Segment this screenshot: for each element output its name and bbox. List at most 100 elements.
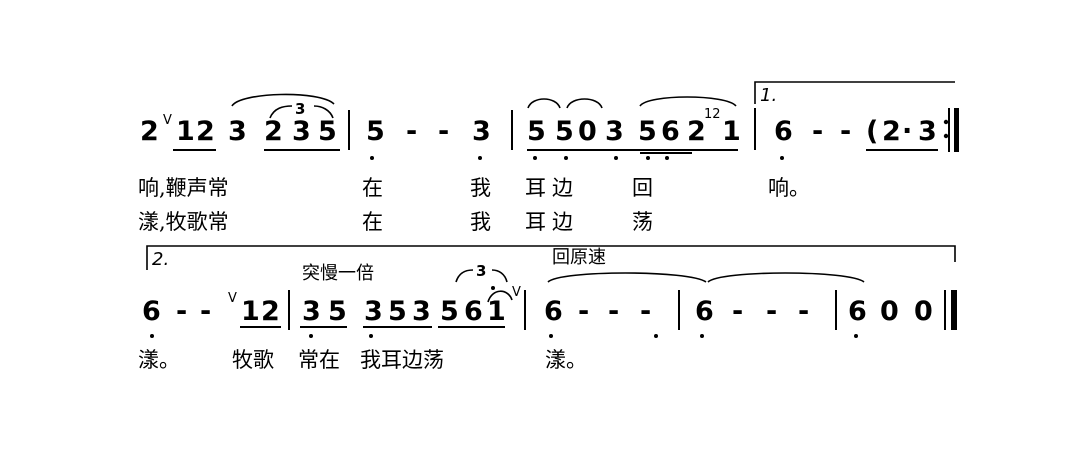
lyric: 我耳边荡 bbox=[360, 348, 444, 372]
note: 5 bbox=[638, 116, 657, 147]
lyric: 响,鞭声常 bbox=[138, 176, 229, 200]
note: ( bbox=[866, 116, 878, 147]
octave-dot bbox=[780, 156, 784, 160]
octave-dot bbox=[309, 334, 313, 338]
octave-dot bbox=[369, 334, 373, 338]
note: 1 bbox=[241, 296, 260, 327]
note: 6 bbox=[774, 116, 793, 147]
lyric: 耳边 bbox=[525, 176, 579, 200]
first-ending-label: 1. bbox=[760, 85, 777, 106]
lyric: 漾。 bbox=[138, 348, 180, 372]
line1-notes: 2 1 2 3 2 3 5 5 - - 3 5 5 0 3 5 6 2 1 6 … bbox=[140, 116, 937, 147]
repeat-dot bbox=[943, 133, 949, 139]
lyric: 回 bbox=[632, 176, 653, 200]
tempo-marking: 回原速 bbox=[552, 247, 606, 268]
triplet-bracket bbox=[455, 269, 508, 283]
note: 2 bbox=[687, 116, 706, 147]
note: 5 bbox=[318, 116, 337, 147]
lyric: 响。 bbox=[768, 176, 810, 200]
note: - bbox=[406, 116, 417, 147]
note: 1 bbox=[722, 116, 741, 147]
note: 1 bbox=[487, 296, 506, 327]
final-barline bbox=[954, 108, 959, 152]
grace-notes: 12 bbox=[704, 107, 721, 122]
lyric: 我 bbox=[470, 176, 491, 200]
note: 2 bbox=[196, 116, 215, 147]
octave-dot bbox=[549, 334, 553, 338]
slur bbox=[487, 290, 513, 303]
lyric: 在 bbox=[362, 176, 383, 200]
note: 5 bbox=[527, 116, 546, 147]
octave-dot bbox=[646, 156, 650, 160]
note: - bbox=[176, 296, 187, 327]
lyric: 漾。 bbox=[545, 348, 587, 372]
triplet-number: 3 bbox=[476, 262, 486, 280]
note: 5 bbox=[366, 116, 385, 147]
lyric: 荡 bbox=[632, 210, 653, 234]
slur bbox=[639, 96, 737, 107]
note: 6 bbox=[464, 296, 483, 327]
note: 3 bbox=[605, 116, 624, 147]
octave-dot bbox=[665, 156, 669, 160]
breath-mark: V bbox=[163, 113, 172, 128]
note: - bbox=[578, 296, 589, 327]
octave-dot bbox=[614, 156, 618, 160]
second-ending-label: 2. bbox=[152, 249, 169, 270]
note: 5 bbox=[328, 296, 347, 327]
breath-mark: V bbox=[512, 285, 521, 300]
note: 3 bbox=[228, 116, 247, 147]
note: 2 bbox=[882, 116, 901, 147]
lyric: 牧歌 bbox=[232, 348, 274, 372]
note: 6 bbox=[695, 296, 714, 327]
octave-dot bbox=[491, 286, 495, 290]
note: 3 bbox=[918, 116, 937, 147]
note: - bbox=[766, 296, 777, 327]
lyric: 我 bbox=[470, 210, 491, 234]
octave-dot bbox=[533, 156, 537, 160]
note: 3 bbox=[412, 296, 431, 327]
note: 2 bbox=[264, 116, 283, 147]
tempo-marking: 突慢一倍 bbox=[302, 263, 374, 284]
repeat-dot bbox=[943, 119, 949, 125]
note: - bbox=[640, 296, 651, 327]
note: 6 bbox=[142, 296, 161, 327]
note: 3 bbox=[364, 296, 383, 327]
octave-dot bbox=[478, 156, 482, 160]
triplet-number: 3 bbox=[295, 100, 305, 118]
note: 6 bbox=[661, 116, 680, 147]
note: 0 bbox=[914, 296, 933, 327]
note: 0 bbox=[880, 296, 899, 327]
note: - bbox=[840, 116, 851, 147]
slur bbox=[566, 98, 603, 109]
note: - bbox=[732, 296, 743, 327]
octave-dot bbox=[654, 334, 658, 338]
slur bbox=[231, 93, 335, 107]
note: 2 bbox=[140, 116, 159, 147]
lyric: 耳边 bbox=[525, 210, 579, 234]
final-barline bbox=[951, 290, 957, 330]
note: 0 bbox=[578, 116, 597, 147]
note: - bbox=[200, 296, 211, 327]
note: 6 bbox=[848, 296, 867, 327]
triplet-bracket bbox=[269, 105, 334, 119]
note: 5 bbox=[555, 116, 574, 147]
lyric: 漾,牧歌常 bbox=[138, 210, 229, 234]
octave-dot bbox=[370, 156, 374, 160]
note: 1 bbox=[176, 116, 195, 147]
octave-dot bbox=[150, 334, 154, 338]
note: - bbox=[608, 296, 619, 327]
note: 5 bbox=[440, 296, 459, 327]
note: 2 bbox=[261, 296, 280, 327]
first-ending-bracket bbox=[754, 81, 955, 104]
note: - bbox=[812, 116, 823, 147]
slur bbox=[527, 98, 561, 109]
note: 3 bbox=[302, 296, 321, 327]
note: - bbox=[438, 116, 449, 147]
line2-notes: 6 - - 1 2 3 5 3 5 3 5 6 1 6 - - - 6 - - … bbox=[142, 296, 933, 327]
slur bbox=[707, 272, 865, 283]
note: 3 bbox=[472, 116, 491, 147]
note: - bbox=[798, 296, 809, 327]
second-ending-bracket bbox=[146, 245, 956, 270]
